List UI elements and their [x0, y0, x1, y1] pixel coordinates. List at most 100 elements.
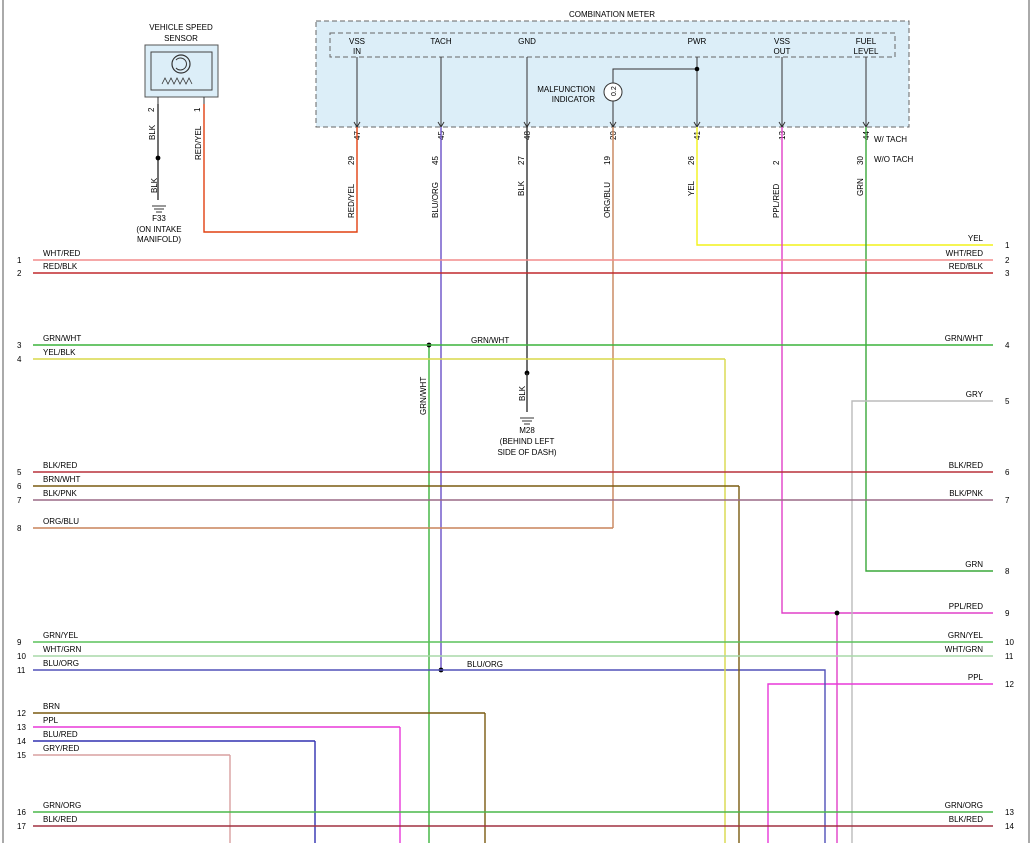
right-row-label: BLK/PNK — [949, 489, 983, 498]
right-row-label: WHT/RED — [946, 249, 984, 258]
malfunction-indicator: MALFUNCTION INDICATOR 0.2 — [537, 66, 700, 127]
left-connector-rows: 1WHT/RED2RED/BLK3GRN/WHT4YEL/BLK5BLK/RED… — [17, 249, 993, 831]
left-row-number: 6 — [17, 482, 22, 491]
pwr-splice-dot — [694, 66, 700, 72]
right-connector-rows: 1YEL2WHT/RED3RED/BLK4GRN/WHT5GRY6BLK/RED… — [945, 234, 1015, 831]
wire-paths — [155, 104, 993, 843]
right-row-label: PPL — [968, 673, 984, 682]
right-row-label: GRY — [966, 390, 984, 399]
left-row-number: 1 — [17, 256, 22, 265]
right-row-label: BLK/RED — [949, 815, 983, 824]
wire-pwr-yel — [696, 127, 993, 246]
vertical-wire-code: BLK — [517, 180, 526, 196]
sensor-pin-1: 1 — [193, 107, 202, 112]
vertical-wire-pin: 26 — [687, 156, 696, 165]
wire-fuel-grn — [865, 127, 993, 572]
meter-terminal-label: TACH — [430, 37, 451, 46]
left-row-label: GRY/RED — [43, 744, 80, 753]
left-row-label: ORG/BLU — [43, 517, 79, 526]
right-row-label: RED/BLK — [949, 262, 984, 271]
vertical-wire-code: YEL — [687, 180, 696, 196]
right-row-number: 12 — [1005, 680, 1014, 689]
left-row-number: 9 — [17, 638, 22, 647]
left-row-label: BLU/ORG — [43, 659, 79, 668]
ground-m28: BLK M28 (BEHIND LEFT SIDE OF DASH) — [497, 385, 556, 457]
right-row-label: GRN — [965, 560, 983, 569]
right-row-number: 2 — [1005, 256, 1010, 265]
left-row-number: 13 — [17, 723, 26, 732]
left-row-number: 3 — [17, 341, 22, 350]
left-row-label: BLK/PNK — [43, 489, 77, 498]
mil-lamp-inner: 0.2 — [611, 86, 618, 96]
left-row-label: GRN/ORG — [43, 801, 81, 810]
right-row-label: PPL/RED — [949, 602, 983, 611]
ground-m28-name: M28 — [519, 426, 535, 435]
left-row-label: WHT/GRN — [43, 645, 81, 654]
right-row-label: GRN/YEL — [948, 631, 984, 640]
right-row-number: 8 — [1005, 567, 1010, 576]
sensor-inner-box — [150, 51, 213, 91]
ground-f33-code: BLK — [150, 177, 159, 193]
sensor-body — [144, 44, 219, 98]
right-row-number: 14 — [1005, 822, 1014, 831]
right-row-number: 13 — [1005, 808, 1014, 817]
ground-m28-loc2: SIDE OF DASH) — [497, 448, 556, 457]
vertical-wire-code: RED/YEL — [347, 183, 356, 218]
right-row-label: YEL — [968, 234, 984, 243]
left-row-number: 5 — [17, 468, 22, 477]
left-row-label: GRN/YEL — [43, 631, 79, 640]
grnwht-mid-label: GRN/WHT — [471, 336, 509, 345]
ground-f33-loc2: MANIFOLD) — [137, 235, 181, 244]
left-row-number: 14 — [17, 737, 26, 746]
right-row-number: 4 — [1005, 341, 1010, 350]
left-row-label: BLU/RED — [43, 730, 78, 739]
meter-title: COMBINATION METER — [569, 10, 655, 19]
right-row-label: GRN/WHT — [945, 334, 983, 343]
right-row-number: 1 — [1005, 241, 1010, 250]
vertical-wire-code: GRN — [856, 178, 865, 196]
vertical-wire-pin: 2 — [772, 160, 781, 165]
vertical-wire-code: BLU/ORG — [431, 182, 440, 218]
right-row-number: 6 — [1005, 468, 1010, 477]
sensor-coil-icon — [161, 77, 193, 85]
sensor-title-line1: VEHICLE SPEED — [149, 23, 213, 32]
left-row-number: 16 — [17, 808, 26, 817]
ground-f33-name: F33 — [152, 214, 166, 223]
left-row-label: BRN/WHT — [43, 475, 80, 484]
vertical-wire-pin: 45 — [431, 156, 440, 165]
right-row-label: WHT/GRN — [945, 645, 983, 654]
ground-f33: BLK F33 (ON INTAKE MANIFOLD) — [136, 177, 181, 244]
left-row-label: BLK/RED — [43, 461, 77, 470]
left-row-label: GRN/WHT — [43, 334, 81, 343]
mil-label-line2: INDICATOR — [552, 95, 595, 104]
wire-vss-out-ppl-red — [781, 127, 993, 614]
meter-terminal-label: FUEL — [856, 37, 877, 46]
vertical-wire-code: BLK — [148, 124, 157, 140]
left-row-number: 15 — [17, 751, 26, 760]
left-row-number: 4 — [17, 355, 22, 364]
right-row-number: 10 — [1005, 638, 1014, 647]
left-row-number: 11 — [17, 666, 26, 675]
wire-sensor-red-yel — [203, 104, 358, 233]
vertical-wire-code: ORG/BLU — [603, 182, 612, 218]
right-row-label: GRN/ORG — [945, 801, 983, 810]
right-row-number: 11 — [1005, 652, 1014, 661]
meter-connector — [329, 32, 896, 58]
ground-m28-code: BLK — [518, 385, 527, 401]
grnwht-vertical-label: GRN/WHT — [419, 377, 428, 415]
meter-terminal-label-2: OUT — [774, 47, 791, 56]
vertical-wire-pin: 30 — [856, 156, 865, 165]
vehicle-speed-sensor: VEHICLE SPEED SENSOR 2 1 — [144, 23, 219, 112]
right-row-number: 5 — [1005, 397, 1010, 406]
meter-terminal-label-2: IN — [353, 47, 361, 56]
left-row-number: 12 — [17, 709, 26, 718]
ground-m28-symbol-icon — [520, 417, 534, 425]
left-row-number: 10 — [17, 652, 26, 661]
left-row-number: 7 — [17, 496, 22, 505]
right-row-label: BLK/RED — [949, 461, 983, 470]
sensor-rotor-icon — [171, 54, 191, 74]
vertical-wire-code: PPL/RED — [772, 184, 781, 218]
bluorg-mid-label: BLU/ORG — [467, 660, 503, 669]
